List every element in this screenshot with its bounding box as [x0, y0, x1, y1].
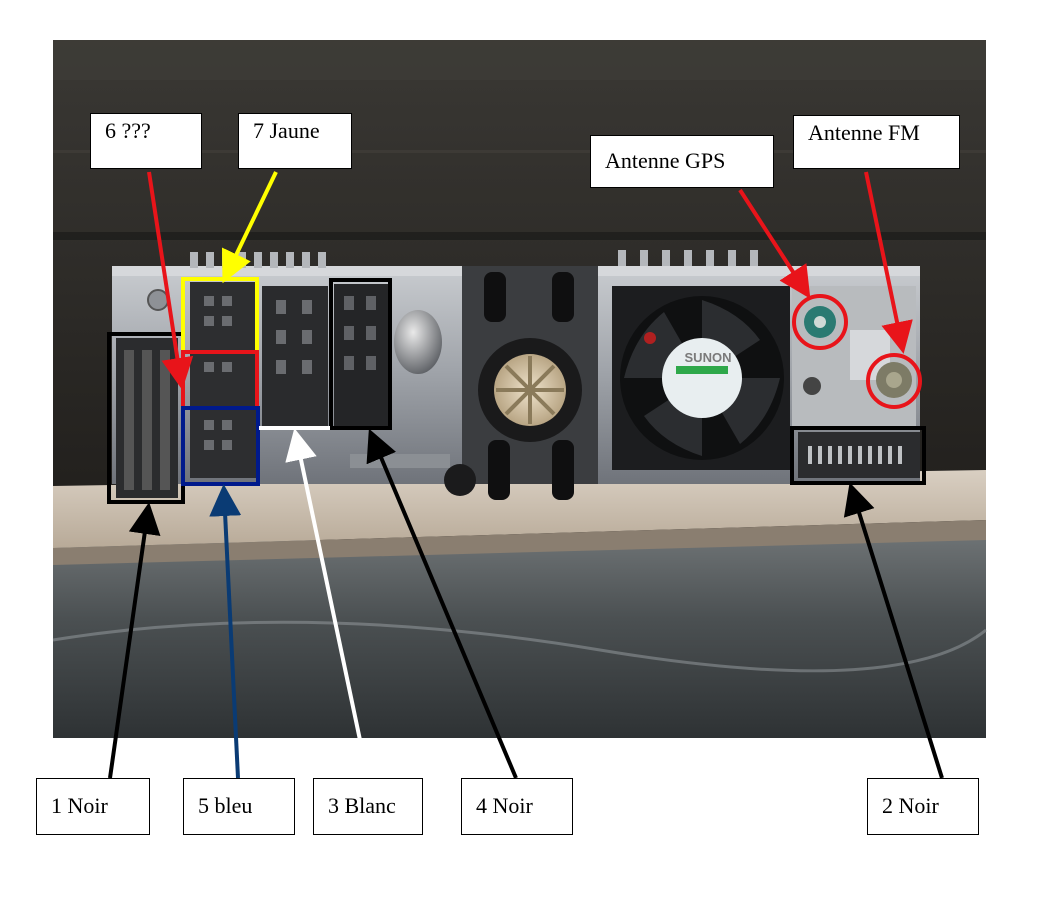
arrow-3 [285, 428, 362, 741]
arrow-4 [366, 428, 518, 779]
label-2-noir: 2 Noir [867, 778, 979, 835]
fan-brand-text: SUNON [685, 350, 732, 365]
arrow-5 [209, 484, 242, 779]
label-antenne-gps: Antenne GPS [590, 135, 774, 188]
arrow-fm [864, 171, 913, 354]
label-3-blanc: 3 Blanc [313, 778, 423, 835]
arrow-gps [738, 188, 811, 299]
box-connector-4 [329, 278, 392, 430]
arrow-2 [843, 482, 944, 779]
label-1-noir: 1 Noir [36, 778, 150, 835]
label-7-text: 7 Jaune [253, 118, 320, 143]
radio-unit: SUNON [112, 250, 920, 500]
label-1-text: 1 Noir [51, 793, 108, 818]
circle-antenne-gps [792, 294, 848, 350]
arrow-6 [147, 171, 194, 390]
arrow-1 [108, 502, 161, 779]
annotation-arrows [108, 171, 944, 779]
label-2-text: 2 Noir [882, 793, 939, 818]
box-connector-5 [181, 406, 260, 486]
label-7-jaune: 7 Jaune [238, 113, 352, 169]
label-antenne-fm: Antenne FM [793, 115, 960, 169]
circle-antenne-fm [866, 353, 922, 409]
label-gps-text: Antenne GPS [605, 148, 726, 173]
label-5-bleu: 5 bleu [183, 778, 295, 835]
arrow-7 [221, 171, 278, 284]
label-6: 6 ??? [90, 113, 202, 169]
label-fm-text: Antenne FM [808, 120, 920, 145]
label-4-noir: 4 Noir [461, 778, 573, 835]
label-5-text: 5 bleu [198, 793, 253, 818]
label-4-text: 4 Noir [476, 793, 533, 818]
label-3-text: 3 Blanc [328, 793, 396, 818]
label-6-text: 6 ??? [105, 118, 151, 143]
